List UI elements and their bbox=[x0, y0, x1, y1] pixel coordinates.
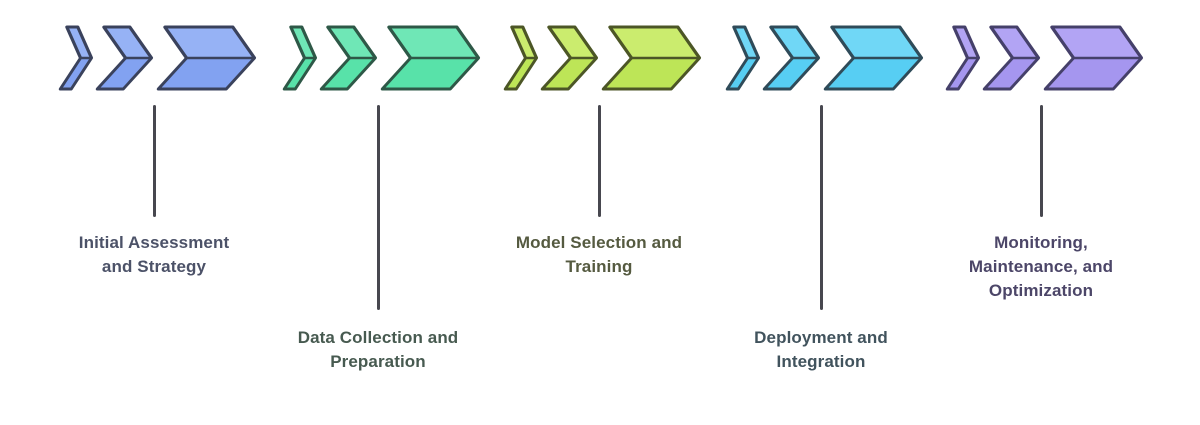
stage-label-line: Integration bbox=[776, 352, 866, 371]
stage-label-line: Deployment and bbox=[754, 328, 888, 347]
chevron-right-icon bbox=[503, 25, 702, 91]
chevron-right-icon bbox=[58, 25, 257, 91]
chevron-right-icon bbox=[725, 25, 924, 91]
stage-initial-assessment: Initial Assessment and Strategy bbox=[58, 0, 258, 425]
stage-label-line: Maintenance, and bbox=[968, 257, 1114, 276]
stage-label-line: Data Collection and bbox=[297, 328, 459, 347]
stage-label-line: Optimization bbox=[988, 281, 1094, 300]
stage-label-line: Initial Assessment bbox=[78, 233, 230, 252]
chevron-right-icon bbox=[282, 25, 481, 91]
connector-line bbox=[598, 105, 601, 217]
stage-label: Initial Assessment and Strategy bbox=[24, 231, 284, 279]
connector-line bbox=[1040, 105, 1043, 217]
connector-line bbox=[377, 105, 380, 310]
stage-model-selection: Model Selection and Training bbox=[503, 0, 703, 425]
chevron-right-icon bbox=[945, 25, 1144, 91]
stage-label-line: Preparation bbox=[330, 352, 426, 371]
stage-label-line: Monitoring, bbox=[994, 233, 1088, 252]
stage-label: Model Selection and Training bbox=[469, 231, 729, 279]
stage-label: Monitoring, Maintenance, and Optimizatio… bbox=[911, 231, 1171, 303]
stage-monitoring: Monitoring, Maintenance, and Optimizatio… bbox=[945, 0, 1145, 425]
connector-line bbox=[153, 105, 156, 217]
stage-deployment: Deployment and Integration bbox=[725, 0, 925, 425]
stage-label-line: Training bbox=[565, 257, 633, 276]
connector-line bbox=[820, 105, 823, 310]
stage-data-collection: Data Collection and Preparation bbox=[282, 0, 482, 425]
stage-label: Data Collection and Preparation bbox=[248, 326, 508, 374]
stage-label: Deployment and Integration bbox=[691, 326, 951, 374]
stage-label-line: Model Selection and bbox=[515, 233, 683, 252]
stage-label-line: and Strategy bbox=[101, 257, 207, 276]
